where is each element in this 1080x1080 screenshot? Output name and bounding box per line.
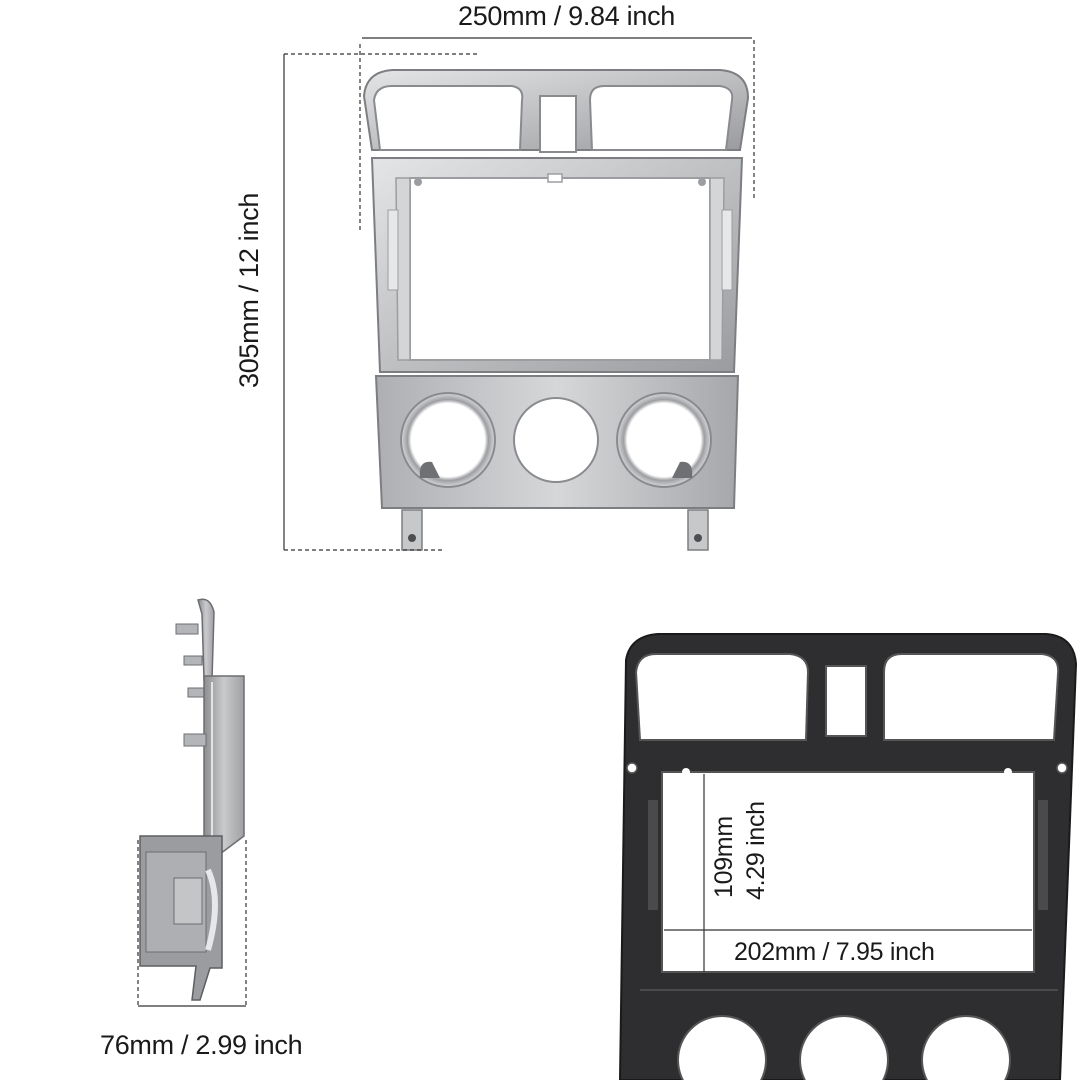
depth-label: 76mm / 2.99 inch — [100, 1030, 303, 1060]
opening-width-label: 202mm / 7.95 inch — [734, 938, 935, 966]
opening-dimension-lines — [664, 774, 1032, 972]
front-view-panel — [362, 69, 750, 551]
side-view-panel — [139, 598, 245, 1001]
opening-height-inch-label: 4.29 inch — [742, 801, 770, 900]
height-label: 305mm / 12 inch — [234, 192, 264, 388]
width-dimension-line — [359, 37, 755, 230]
depth-dimension-line — [137, 840, 247, 1007]
back-view-panel — [618, 633, 1078, 1080]
height-dimension-line — [283, 53, 480, 551]
width-label: 250mm / 9.84 inch — [458, 1, 676, 31]
opening-height-mm-label: 109mm — [710, 816, 738, 898]
